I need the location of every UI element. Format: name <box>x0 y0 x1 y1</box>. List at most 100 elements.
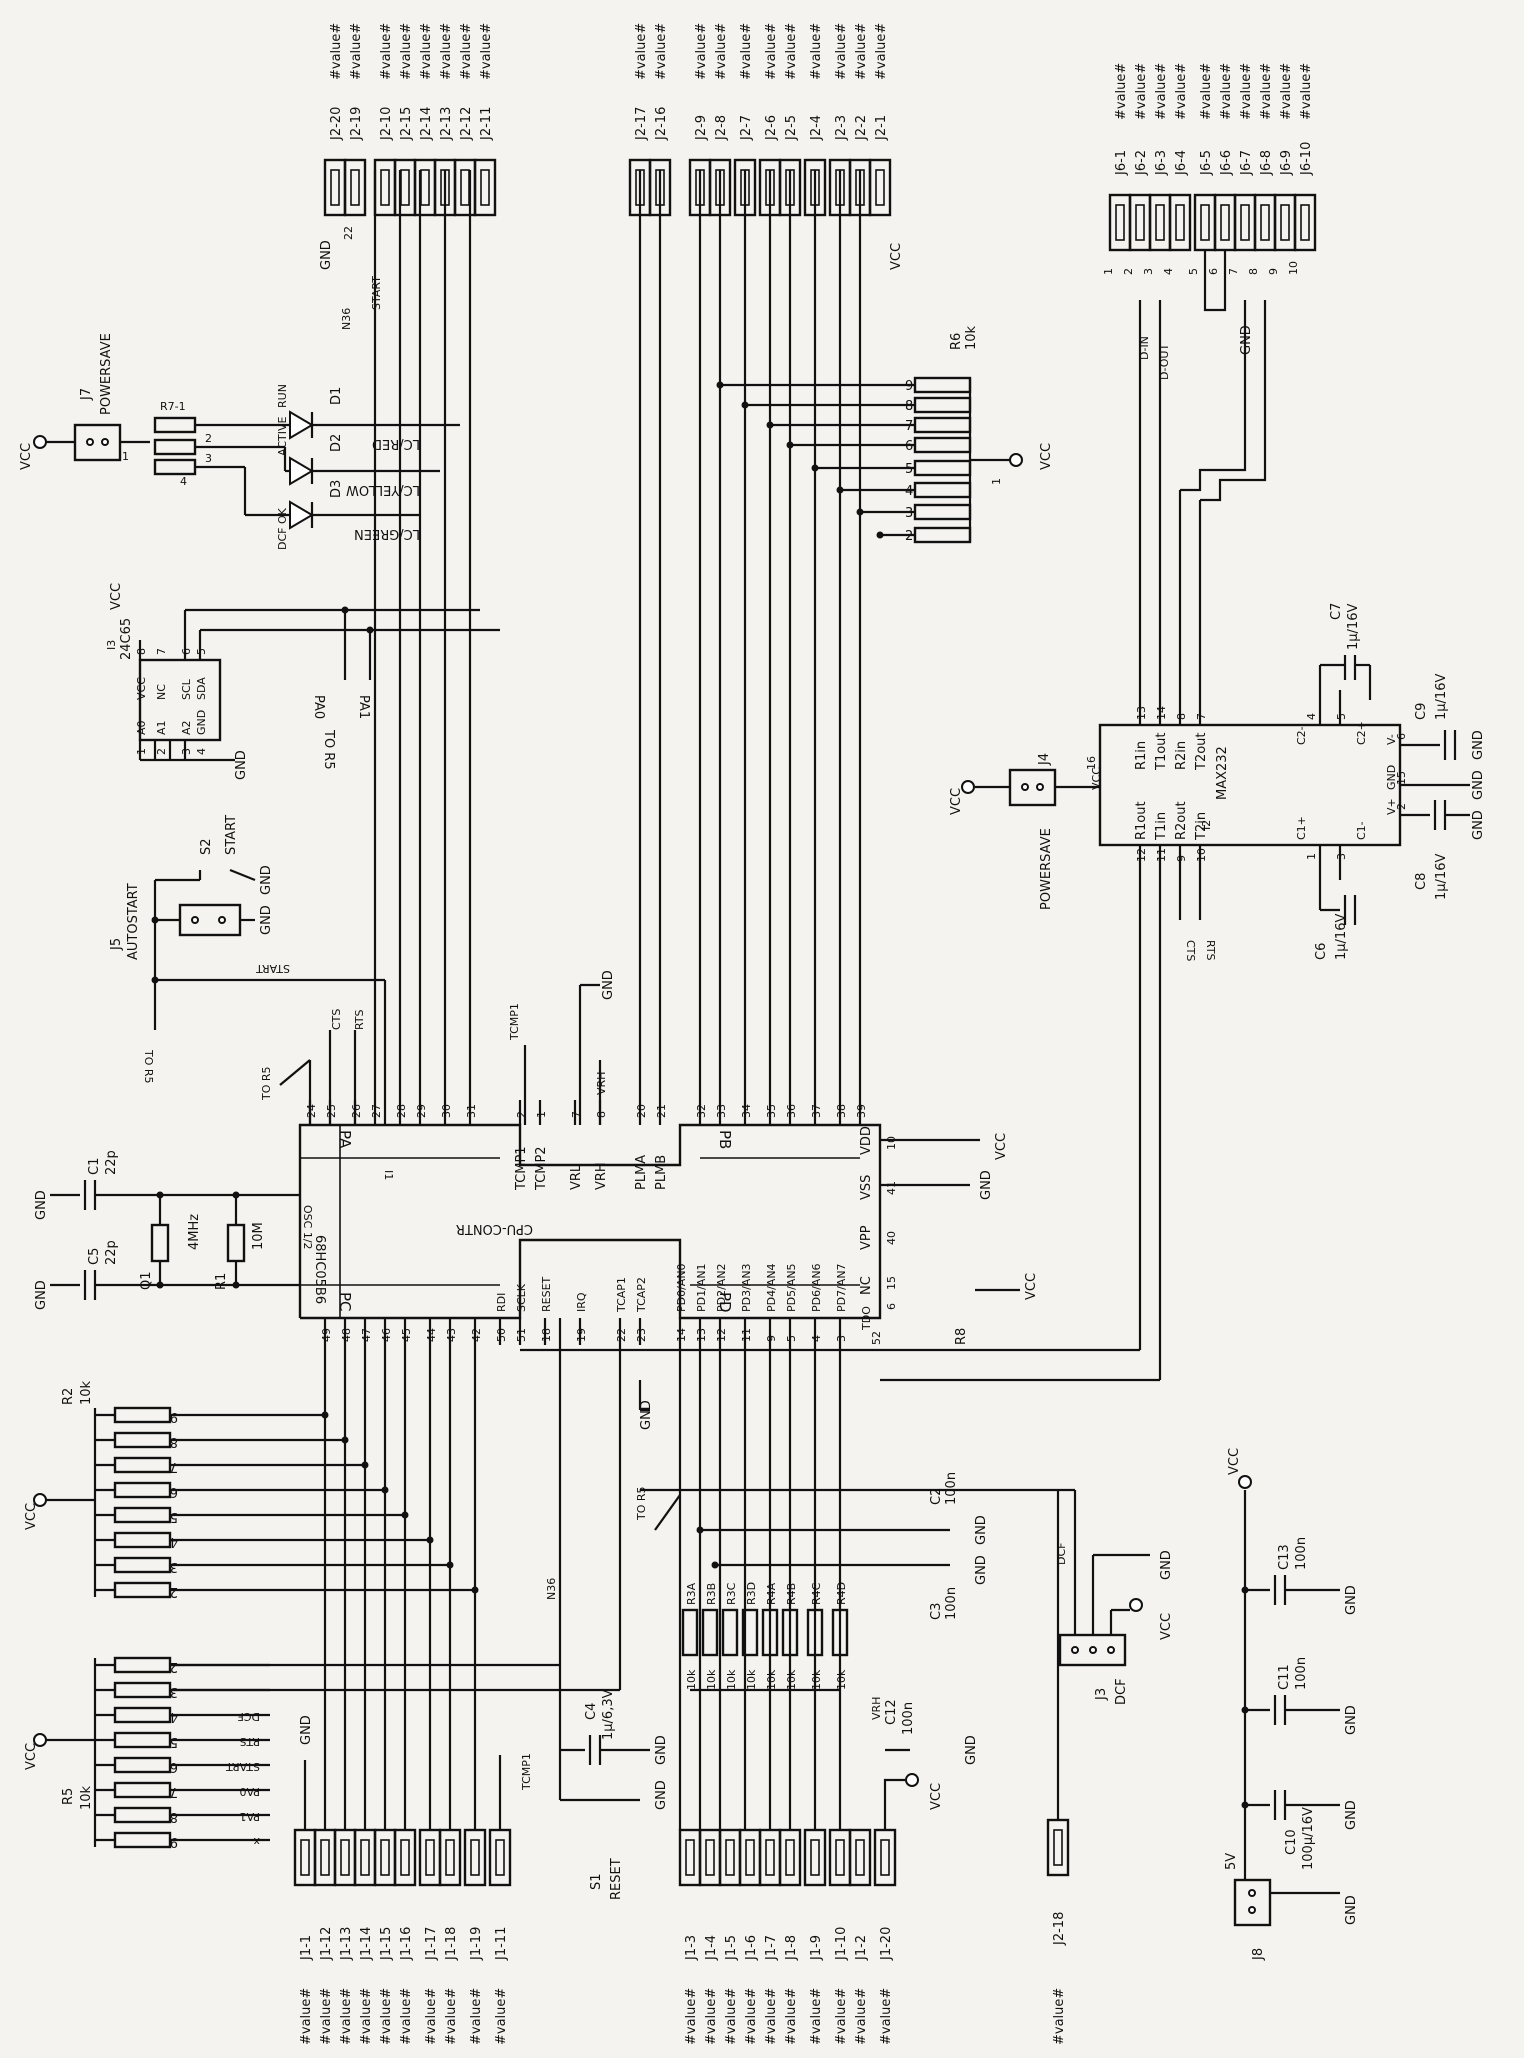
eeprom-pa0: PA0 <box>311 695 326 719</box>
j1-left-4-pin-body <box>380 1839 390 1876</box>
cts-label: CTS <box>330 1009 343 1030</box>
cpu-bottom-pin-num: 47 <box>360 1328 373 1342</box>
cpu-bottom-pin-num: 23 <box>635 1328 648 1342</box>
cpu-top-signals: TO R5 CTS RTS TCMP1 GND VRH CTS RTS <box>260 845 1217 1382</box>
j4-label: J4 <box>1037 753 1052 766</box>
j2-right-label: J2-6 <box>764 115 779 141</box>
j2-right-8-pin-body <box>835 169 845 206</box>
j6-2-pin <box>1148 193 1172 252</box>
j6-value: #value# <box>1239 63 1254 120</box>
r6-pin-num: 3 <box>905 506 913 521</box>
j6-label: J6-7 <box>1239 150 1254 176</box>
c1-label: C1 <box>87 1158 102 1175</box>
cpu-bottom-pin-label: SCLK <box>515 1283 528 1312</box>
vss-gnd-label: GND <box>979 1170 994 1200</box>
j1-right-value: #value# <box>744 1988 759 2045</box>
r5-signal-label: START <box>226 1760 260 1773</box>
j6-0-pin-body <box>1115 204 1125 241</box>
j1-left-1-pin <box>313 1828 337 1887</box>
cpu-right-pin-num: 10 <box>885 1136 898 1150</box>
r3-resistor <box>781 1608 799 1657</box>
r3-label: R4D <box>835 1582 848 1605</box>
r2-pin-num: 7 <box>170 1459 178 1474</box>
cpu-port-b: PB <box>716 1130 734 1149</box>
j1-right-4-pin <box>758 1828 782 1887</box>
eeprom-pa1: PA1 <box>356 695 371 719</box>
max-side-pin-num: 4 <box>1305 713 1318 720</box>
j6-value: #value# <box>1199 63 1214 120</box>
j6-pin-num: 1 <box>1102 268 1115 275</box>
cpu-top-pin-num: 7 <box>570 1111 583 1118</box>
j1-right-value: #value# <box>764 1988 779 2045</box>
j2-left-label: J2-10 <box>379 107 394 141</box>
j1-left-3-pin-body <box>360 1839 370 1876</box>
j2-right-value: #value# <box>809 23 824 80</box>
r5-signal-label: PA1 <box>240 1810 260 1823</box>
j2-18-pin <box>1046 1818 1070 1877</box>
j6-8-pin-body <box>1280 204 1290 241</box>
j6-3-pin-body <box>1175 204 1185 241</box>
j2-right-3-pin <box>708 158 732 217</box>
c12-label: C12 <box>884 1699 899 1725</box>
r2-pin-num: 9 <box>170 1409 178 1424</box>
cpu-bottom-pin-label: PD1/AN1 <box>695 1263 708 1312</box>
j2-left-value: #value# <box>399 23 414 80</box>
j1-left-1-pin-body <box>320 1839 330 1876</box>
j1-left-label: J1-11 <box>494 1927 509 1961</box>
j2-left-label: J2-19 <box>349 107 364 141</box>
j8-label: J8 <box>1251 1948 1266 1961</box>
max232-caps: C7 1µ/16V C9 1µ/16V GND GND GND C8 1µ/16… <box>1314 603 1486 960</box>
j2-left-2-pin-body <box>380 169 390 206</box>
r6-resistor <box>913 396 972 414</box>
j1-gnd-label: GND <box>299 1715 314 1745</box>
j6-label: J6-9 <box>1279 150 1294 176</box>
j2-right-label: J2-4 <box>809 115 824 141</box>
j6-label: J6-10 <box>1299 142 1314 176</box>
cpu-top-pin-num: 28 <box>395 1104 408 1118</box>
j1-left-label: J1-14 <box>359 1927 374 1961</box>
j2-left-value: #value# <box>329 23 344 80</box>
osc-gnd-2: GND <box>34 1280 49 1310</box>
j6-value: #value# <box>1259 63 1274 120</box>
j2-right-label: J2-1 <box>874 115 889 141</box>
j1-right-2-pin <box>718 1828 742 1887</box>
lc-red-label: LC/RED <box>372 436 420 451</box>
tcap2-gnd: GND <box>639 1400 654 1430</box>
max-side-label: GND <box>1385 765 1398 790</box>
j1-left-value: #value# <box>494 1988 509 2045</box>
cpu-tdo-label: TDO <box>860 1306 873 1331</box>
j2-left-label: J2-11 <box>479 107 494 141</box>
j1-left-5-pin <box>393 1828 417 1887</box>
cpu-alt-name: CPU-CONTR <box>456 1221 533 1236</box>
cpu-bottom-pin-num: 42 <box>470 1328 483 1342</box>
r3-label: R3A <box>685 1582 698 1605</box>
s2-gnd-label: GND <box>259 865 274 895</box>
cpu-bottom-pin-num: 9 <box>765 1335 778 1342</box>
cpu-right-label: VPP <box>859 1225 874 1250</box>
r3-resistor <box>806 1608 824 1657</box>
j2-left-value: #value# <box>439 23 454 80</box>
r2-pin-num: 8 <box>170 1434 178 1449</box>
j1-left-6-pin-body <box>425 1839 435 1876</box>
cpu-top-pin-label: TCMP2 <box>534 1146 549 1191</box>
j2-right-1-pin <box>648 158 672 217</box>
c4-value: 1µ/6,3V <box>601 1689 616 1740</box>
j2-left-value: #value# <box>479 23 494 80</box>
r5-pin-num: 3 <box>170 1684 178 1699</box>
s2-start-label: START <box>224 815 239 855</box>
j1-right-0-pin-body <box>685 1839 695 1876</box>
c5-label: C5 <box>87 1248 102 1265</box>
j6-4-pin-body <box>1200 204 1210 241</box>
j6-gnd-label: GND <box>1239 325 1254 355</box>
r2-pin-num: 3 <box>170 1559 178 1574</box>
j1-right-value: #value# <box>684 1988 699 2045</box>
max-side-pin-num: 2 <box>1395 803 1408 810</box>
cpu-bottom-pin-num: 22 <box>615 1328 628 1342</box>
j1-left-value: #value# <box>299 1988 314 2045</box>
cpu-bottom-pin-num: 45 <box>400 1328 413 1342</box>
j2-right-value: #value# <box>784 23 799 80</box>
cpu-top-pin-num: 8 <box>595 1111 608 1118</box>
j7-label: J7 <box>79 388 94 401</box>
r6-vcc-terminal <box>1009 453 1023 467</box>
j3-section: J3 DCF GND VCC DCF TO R5 <box>635 1486 1174 1705</box>
